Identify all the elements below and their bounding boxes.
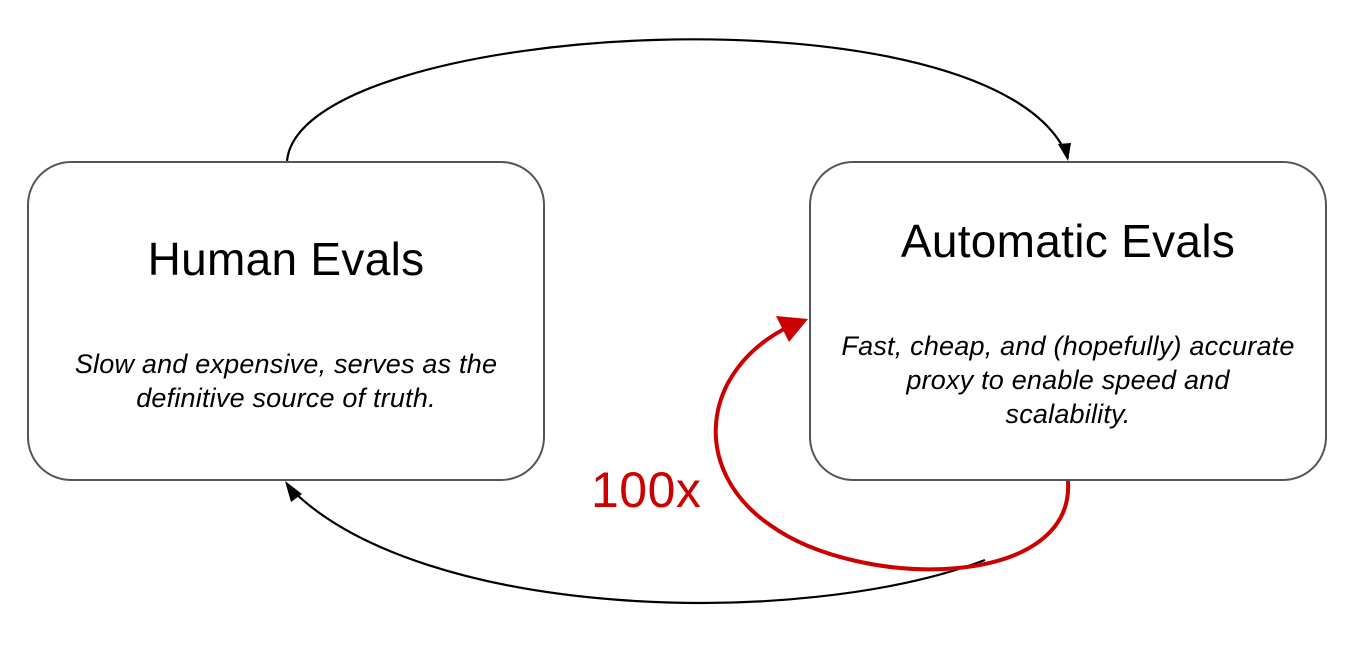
human-evals-description: Slow and expensive, serves as the defini…: [74, 349, 498, 413]
speedup-loop-arrow-head: [776, 316, 808, 342]
automatic-evals-description: Fast, cheap, and (hopefully) accurate pr…: [841, 331, 1295, 429]
human-evals-box: Human Evals Slow and expensive, serves a…: [27, 161, 545, 481]
arrow-auto-to-human-head: [285, 481, 302, 502]
speedup-loop-arrow: [713, 324, 1071, 572]
speedup-label: 100x: [591, 462, 702, 518]
human-evals-title: Human Evals: [147, 233, 425, 285]
arrow-human-to-auto: [285, 38, 1070, 162]
automatic-evals-title: Automatic Evals: [900, 215, 1236, 267]
automatic-evals-box: Automatic Evals Fast, cheap, and (hopefu…: [809, 161, 1327, 481]
arrow-auto-to-human: [289, 487, 986, 605]
arrow-human-to-auto-head: [1058, 143, 1071, 161]
